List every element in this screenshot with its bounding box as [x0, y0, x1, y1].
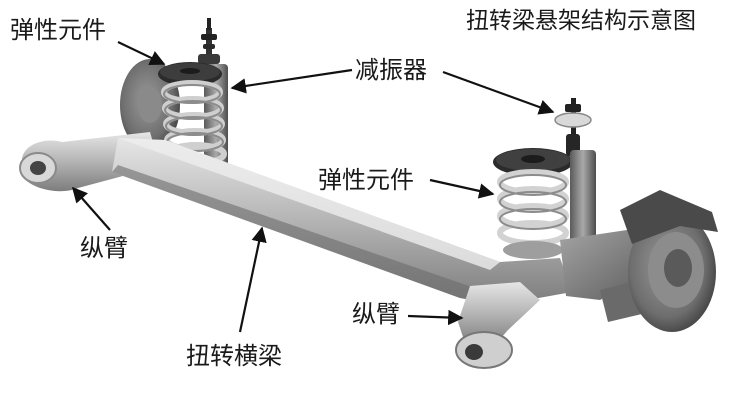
- arrow-spring-left: [117, 41, 166, 65]
- left-coil-spring: [158, 62, 227, 166]
- arrow-torsion-beam: [238, 226, 267, 333]
- arrow-trailing-arm-left: [71, 186, 111, 231]
- arrow-trailing-arm-right: [407, 309, 464, 326]
- right-brake-disc: [620, 190, 718, 332]
- label-spring-left: 弹性元件: [10, 16, 106, 44]
- right-shock-absorber: [554, 98, 596, 242]
- label-shock-absorber: 减振器: [355, 56, 427, 84]
- label-spring-right: 弹性元件: [318, 166, 414, 194]
- annotation-arrows: [71, 41, 555, 333]
- arrow-shock-left: [230, 68, 353, 94]
- torsion-beam: [112, 138, 572, 305]
- label-trailing-arm-right: 纵臂: [352, 300, 400, 328]
- arrow-spring-right: [429, 178, 495, 199]
- arrow-shock-right: [442, 70, 555, 115]
- diagram-title: 扭转梁悬架结构示意图: [466, 8, 696, 34]
- right-coil-spring: [493, 148, 573, 259]
- label-trailing-arm-left: 纵臂: [80, 234, 128, 262]
- label-torsion-beam: 扭转横梁: [186, 342, 282, 370]
